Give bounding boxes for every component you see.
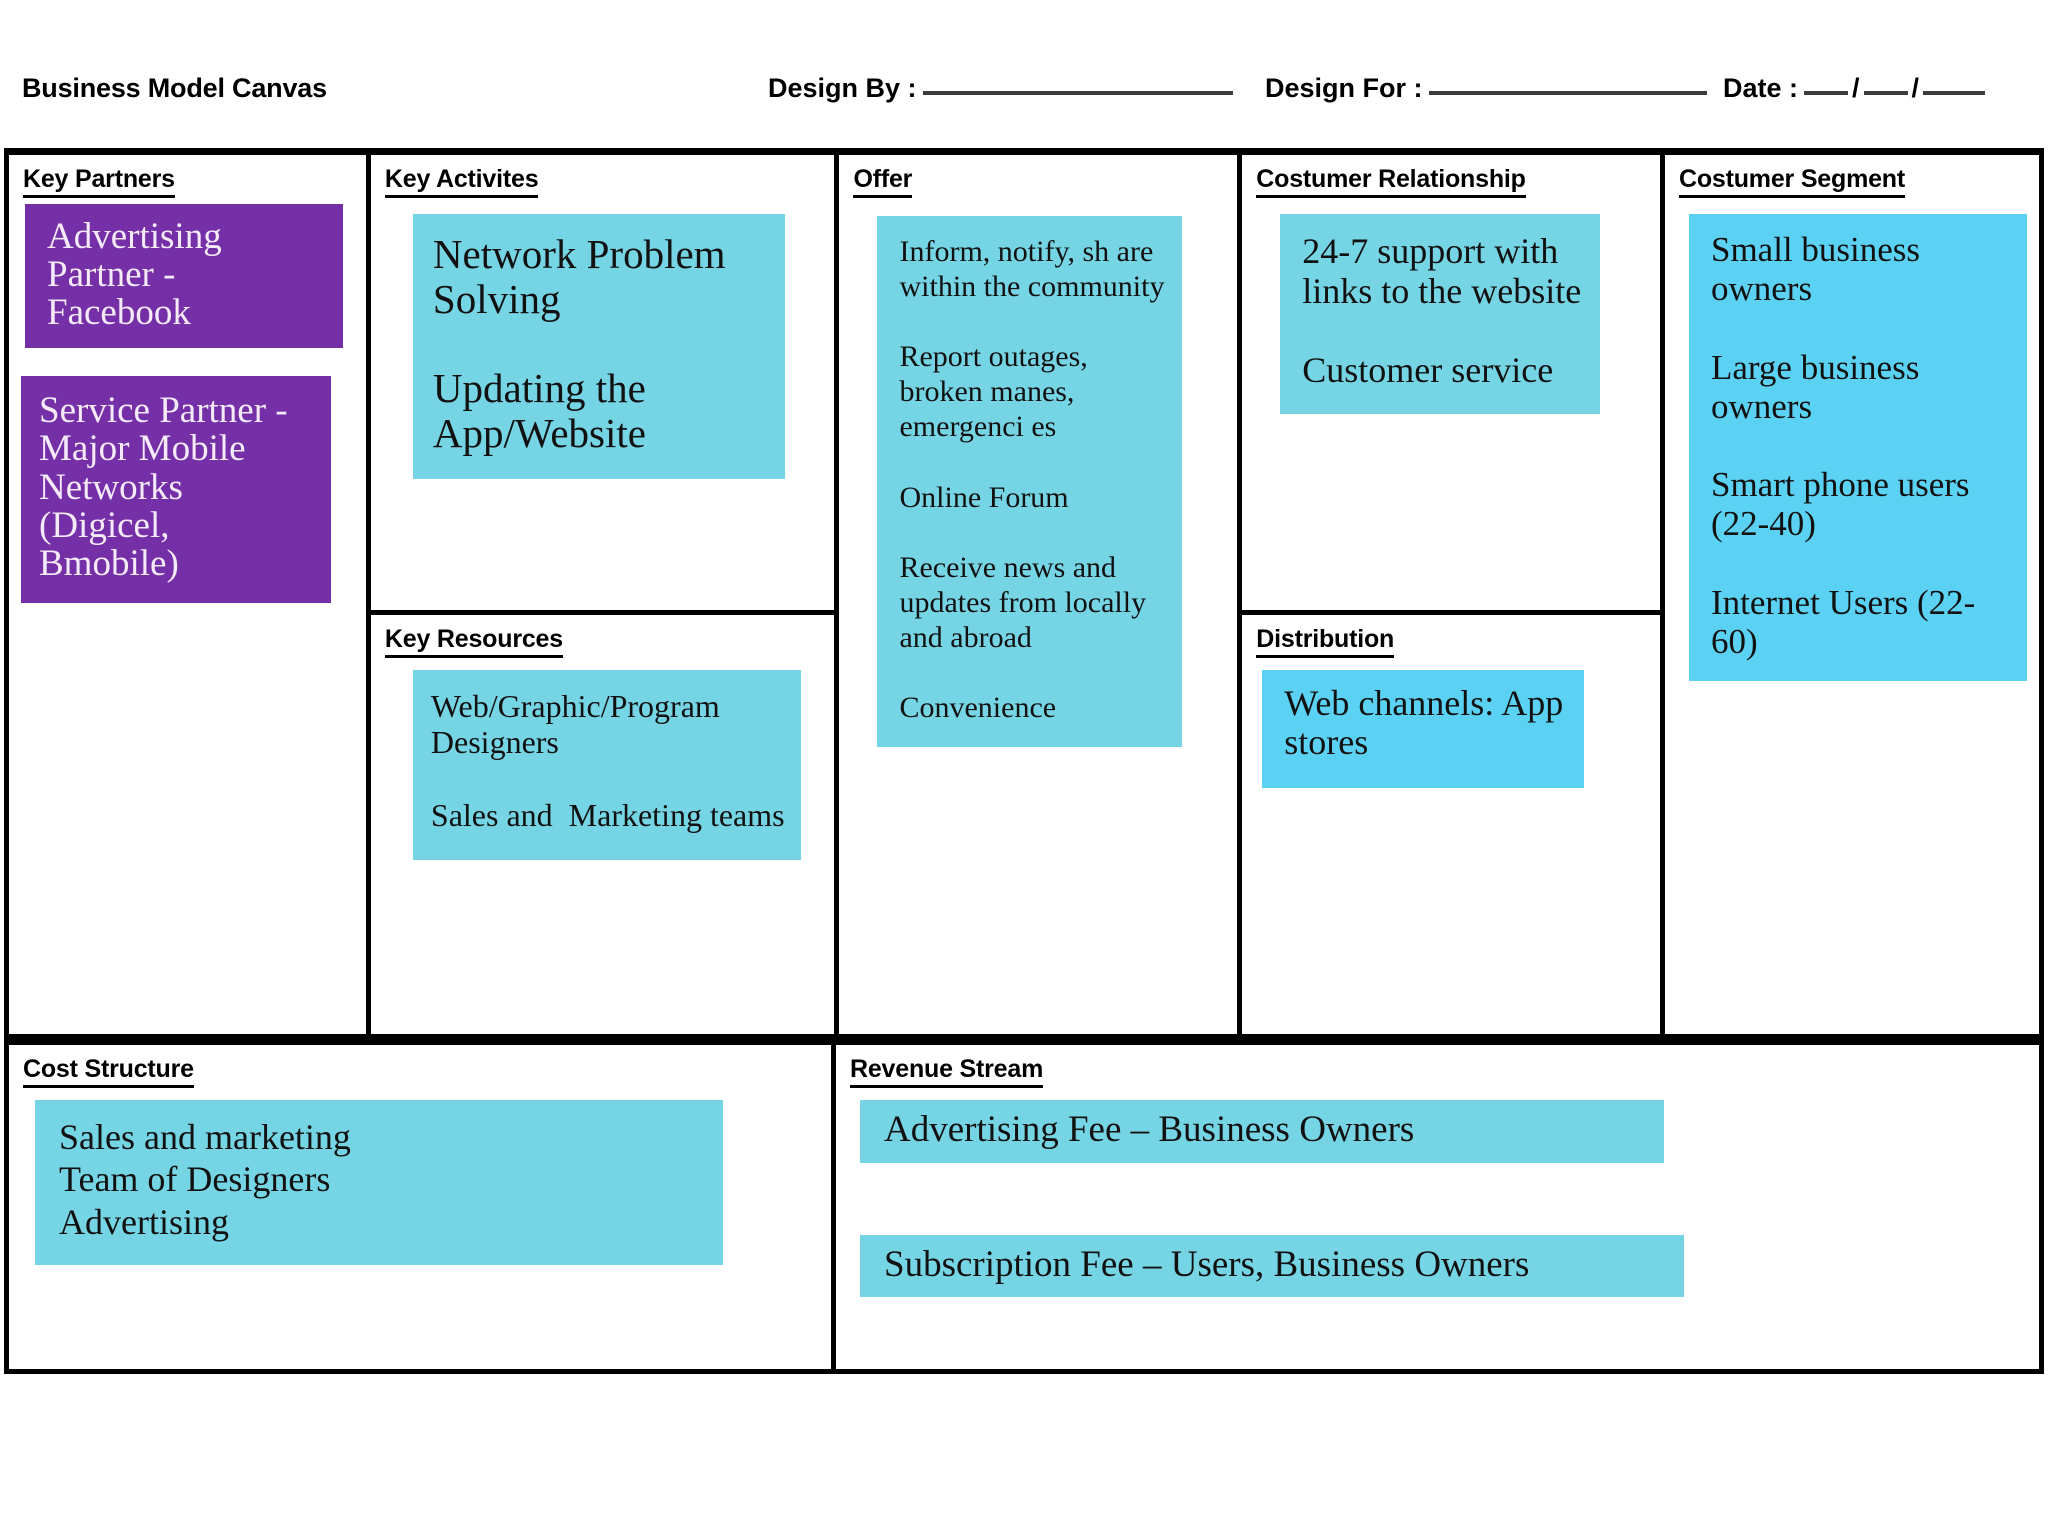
sticky-note[interactable]: Advertising Fee – Business Owners <box>860 1100 1664 1163</box>
cell-key-activities[interactable]: Key Activites Network Problem Solving Up… <box>370 155 835 615</box>
key-partners-title: Key Partners <box>23 165 175 198</box>
cell-key-partners[interactable]: Key Partners Advertising Partner - Faceb… <box>9 155 366 1034</box>
sticky-note[interactable]: 24-7 support with links to the website C… <box>1280 214 1601 415</box>
revenue-stream-title: Revenue Stream <box>850 1055 1043 1088</box>
key-resources-title: Key Resources <box>384 625 563 658</box>
cell-key-resources[interactable]: Key Resources Web/Graphic/Program Design… <box>371 615 835 1034</box>
sticky-note[interactable]: Network Problem Solving Updating the App… <box>412 214 785 480</box>
design-by-field[interactable]: Design By : <box>768 73 1233 104</box>
page-title: Business Model Canvas <box>22 73 327 103</box>
date-field[interactable]: Date : / / <box>1723 73 1986 104</box>
cell-cost-structure[interactable]: Cost Structure Sales and marketing Team … <box>9 1045 836 1369</box>
cell-offer[interactable]: Offer Inform, notify, sh are within the … <box>839 155 1237 1034</box>
cell-distribution[interactable]: Distribution Web channels: App stores <box>1242 615 1660 1034</box>
customer-relationship-title: Costumer Relationship <box>1256 165 1526 198</box>
cost-structure-title: Cost Structure <box>23 1055 194 1088</box>
sticky-note[interactable]: Small business owners Large business own… <box>1688 214 2027 682</box>
design-for-blank-line[interactable] <box>1428 91 1707 95</box>
offer-title: Offer <box>853 165 912 198</box>
customer-segment-title: Costumer Segment <box>1678 165 1905 198</box>
cell-customer-relationship[interactable]: Costumer Relationship 24-7 support with … <box>1242 155 1660 615</box>
date-label: Date : <box>1723 73 1799 103</box>
column-offer: Offer Inform, notify, sh are within the … <box>839 155 1243 1034</box>
date-month-blank[interactable] <box>1863 91 1908 95</box>
design-by-label: Design By : <box>768 73 917 103</box>
sticky-note[interactable]: Service Partner - Major Mobile Networks … <box>21 376 331 603</box>
date-day-blank[interactable] <box>1804 91 1849 95</box>
key-activities-title: Key Activites <box>384 165 539 198</box>
sticky-note[interactable]: Web/Graphic/Program Designers Sales and … <box>412 670 801 860</box>
date-separator-1: / <box>1852 73 1860 103</box>
cell-customer-segment[interactable]: Costumer Segment Small business owners L… <box>1665 155 2039 1034</box>
cell-revenue-stream[interactable]: Revenue Stream Advertising Fee – Busines… <box>836 1045 2039 1369</box>
sticky-note[interactable]: Subscription Fee – Users, Business Owner… <box>860 1234 1684 1298</box>
sticky-note[interactable]: Advertising Partner - Facebook <box>25 204 343 349</box>
canvas-header: Business Model Canvas Design By : Design… <box>0 0 2048 148</box>
column-key-partners: Key Partners Advertising Partner - Faceb… <box>9 155 371 1034</box>
sticky-note[interactable]: Inform, notify, sh are within the commun… <box>877 216 1183 748</box>
date-separator-2: / <box>1911 73 1920 103</box>
column-customer-relationship-distribution: Costumer Relationship 24-7 support with … <box>1242 155 1665 1034</box>
distribution-title: Distribution <box>1256 625 1394 658</box>
column-customer-segment: Costumer Segment Small business owners L… <box>1665 155 2039 1034</box>
canvas-main-grid: Key Partners Advertising Partner - Faceb… <box>4 148 2044 1038</box>
column-key-activities-resources: Key Activites Network Problem Solving Up… <box>370 155 840 1034</box>
date-year-blank[interactable] <box>1923 91 1986 95</box>
design-for-label: Design For : <box>1265 73 1423 103</box>
sticky-note[interactable]: Sales and marketing Team of Designers Ad… <box>35 1100 723 1266</box>
design-for-field[interactable]: Design For : <box>1265 73 1707 104</box>
sticky-note[interactable]: Web channels: App stores <box>1262 670 1585 788</box>
canvas-bottom-grid: Cost Structure Sales and marketing Team … <box>4 1038 2044 1374</box>
design-by-blank-line[interactable] <box>922 91 1233 95</box>
